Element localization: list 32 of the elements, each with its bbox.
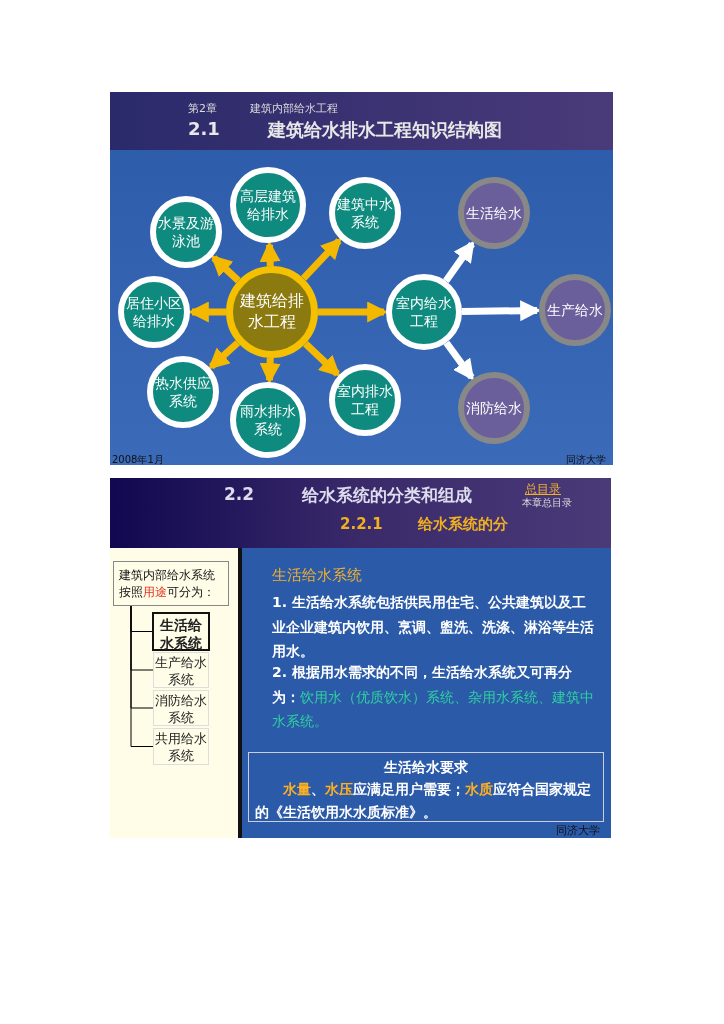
section-heading: 生活给水系统 [272,566,362,585]
arrow [443,240,475,283]
connector-line [130,605,154,747]
subsection-number: 2.2.1 [340,515,383,533]
arrow [259,357,281,385]
slide-title: 建筑给水排水工程知识结构图 [268,118,502,142]
menu-link: 总目录 [525,481,561,497]
arrow [303,341,341,377]
section-number: 2.1 [188,118,220,139]
list-item: 2. 根据用水需求的不同，生活给水系统又可再分为：饮用水（优质饮水）系统、杂用水系统、建筑中水系统。 [272,663,595,731]
menu-link: 本章总目录 [522,496,572,510]
arrow [208,340,241,370]
footer-text: 同济大学 [566,453,606,467]
tree-box: 生活给水系统 [152,612,210,651]
subsection-title: 给水系统的分 [418,515,508,534]
requirement-box [248,752,604,822]
slide-title: 给水系统的分类和组成 [302,484,472,507]
arrow [210,255,241,284]
chapter-title: 建筑内部给水工程 [250,101,338,116]
box-heading: 生活给水要求 [383,758,469,777]
section-number: 2.2 [224,484,255,504]
footer-date: 2008年1月 [112,453,164,467]
tree-box: 共用给水系统 [153,728,209,765]
tree-box: 建筑内部给水系统按照用途可分为： [113,561,229,606]
chapter-label: 第2章 [188,101,217,116]
arrow [259,240,281,267]
arrow [300,237,342,281]
tree-box: 生产给水系统 [153,652,209,688]
list-item: 1. 生活给水系统包括供民用住宅、公共建筑以及工业企业建筑内饮用、烹调、盥洗、洗涤、淋浴等生活用水。 [272,593,595,661]
tree-box: 消防给水系统 [153,690,209,726]
box-text: 水量、水压应满足用户需要；水质应符合国家规定的《生活饮用水水质标准》。 [255,780,592,822]
arrow [443,340,475,381]
